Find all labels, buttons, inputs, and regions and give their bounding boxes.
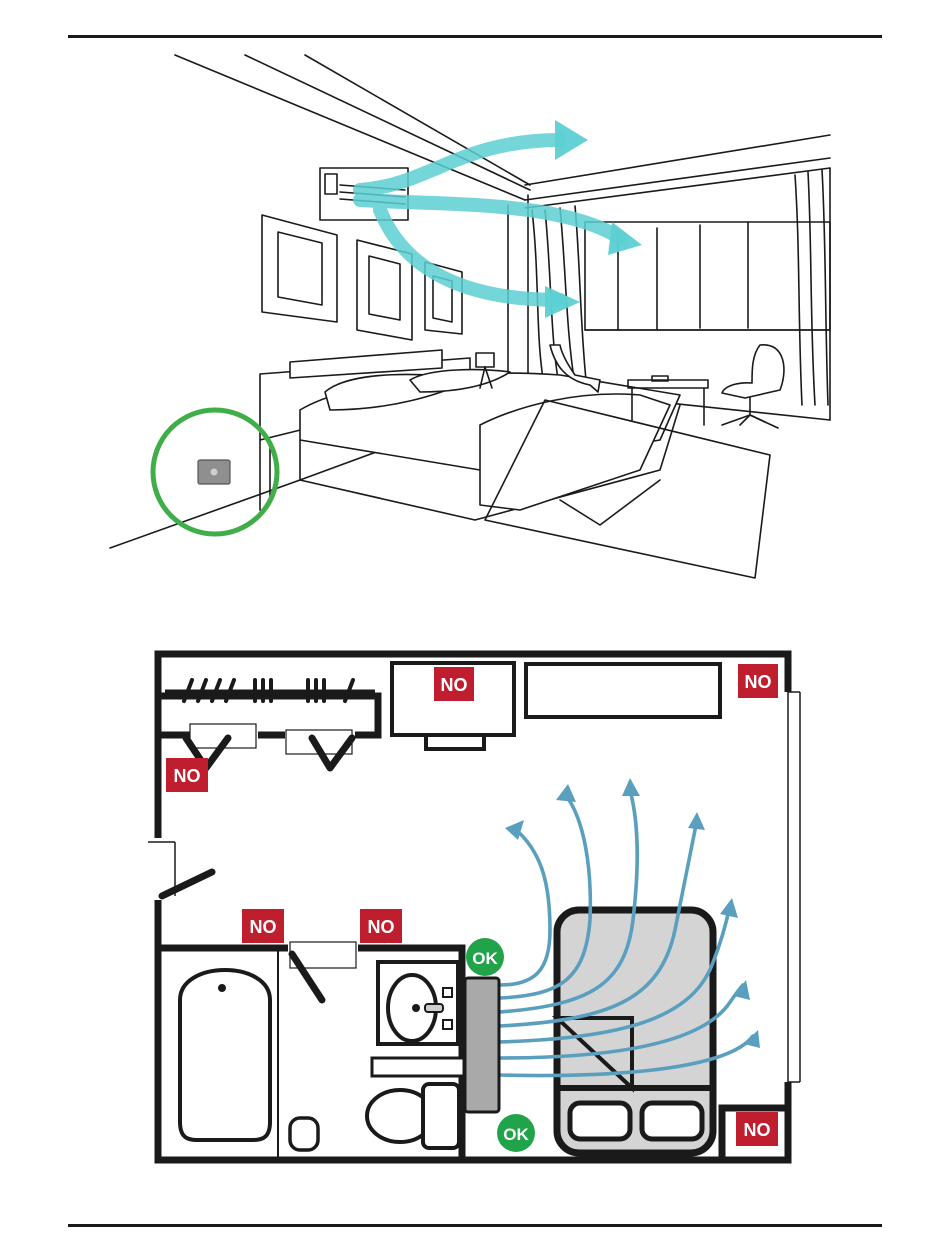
bathroom-door [290,942,356,1000]
no-badge-bathroom-wall-left: NO [242,909,284,943]
no-badge-bookshelf: NO [434,667,474,701]
no-badge-bathroom-wall-right: NO [360,909,402,943]
arrow-head-icon [556,784,576,802]
ok-badge-label: OK [503,1125,529,1144]
arrow-head-icon [734,980,750,1000]
arrow-head-icon [622,778,640,796]
window [788,692,800,1082]
no-badge-label: NO [250,917,277,937]
arrow-head-icon [744,1030,760,1048]
ok-badge-beside-unit-bottom: OK [497,1114,535,1152]
toilet [367,1084,459,1148]
no-badge-window-corner: NO [738,664,778,698]
dresser [526,664,720,717]
no-badge-label: NO [441,675,468,695]
no-badge-label: NO [174,766,201,786]
no-badge-bottom-right-corner: NO [736,1112,778,1146]
ok-badge-label: OK [472,949,498,968]
arrow-head-icon [688,812,705,830]
no-badge-closet: NO [166,758,208,792]
wall-ac-unit-plan [465,978,499,1112]
bathtub [180,970,270,1140]
closet-doors [186,724,352,768]
desk-foot [426,735,484,749]
arrow-head-icon [720,898,738,918]
entry-door [148,842,212,896]
no-badge-label: NO [368,917,395,937]
wastebin [290,1118,318,1150]
no-badge-label: NO [744,1120,771,1140]
ok-badge-beside-unit-top: OK [466,938,504,976]
sink [378,962,458,1044]
no-badge-label: NO [745,672,772,692]
airflow-plan-stream-1 [500,828,550,985]
vanity-counter [372,1058,464,1076]
